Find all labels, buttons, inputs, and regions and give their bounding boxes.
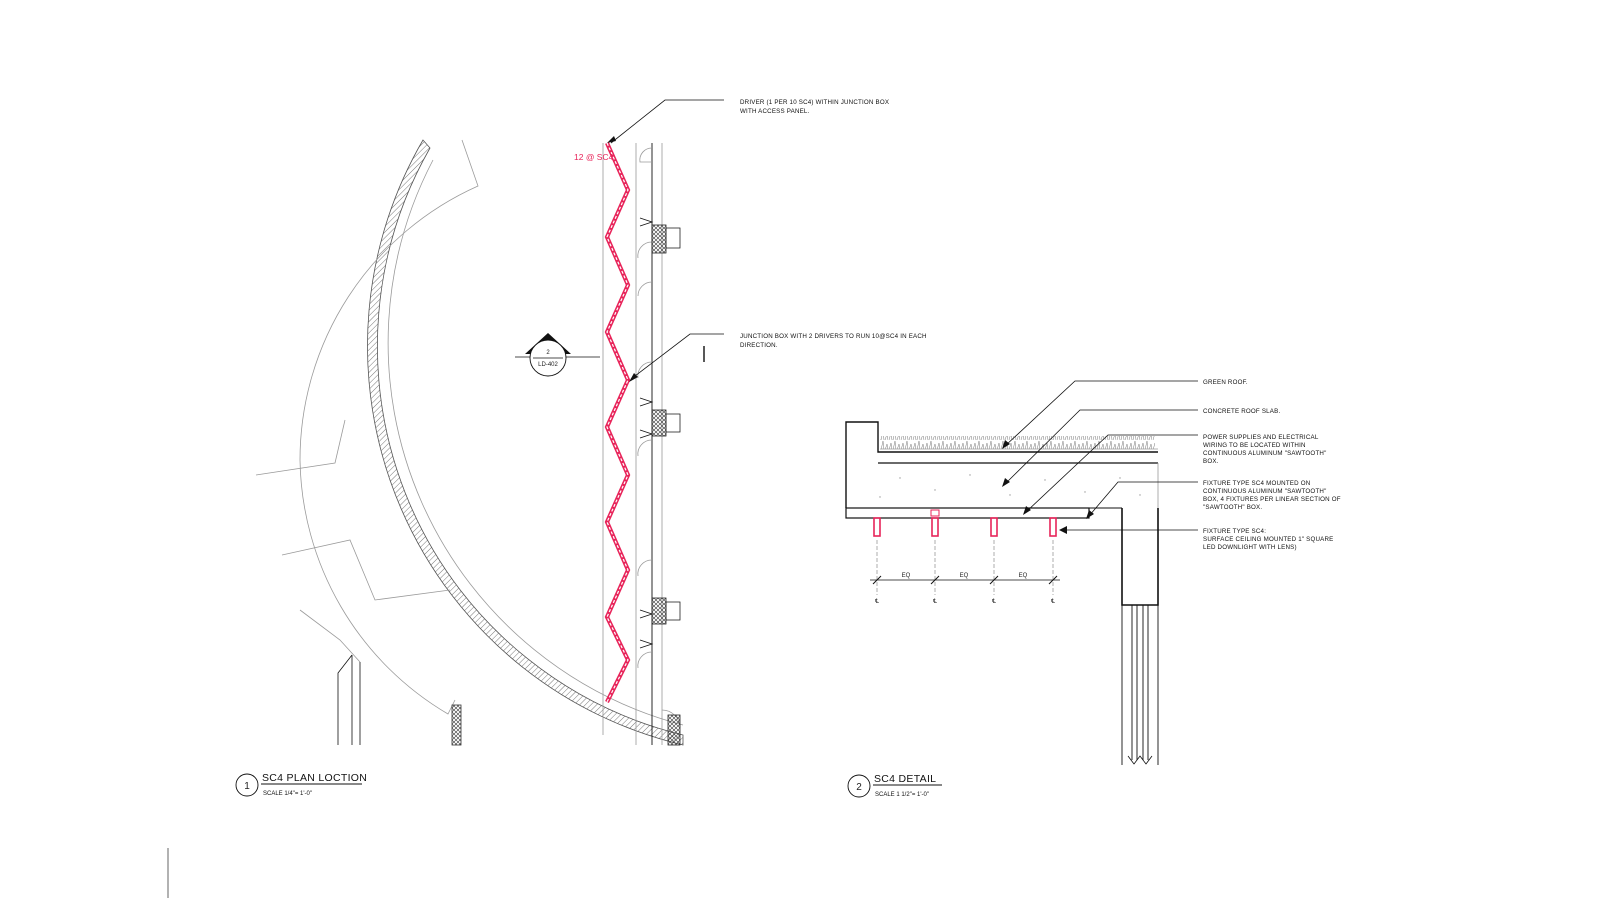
- sc4-downlight-2: [931, 517, 939, 537]
- detail-title: SC4 DETAIL: [874, 773, 936, 785]
- centerline-mark-4: ℄: [1050, 599, 1055, 605]
- note-junction-line2: DIRECTION.: [740, 342, 778, 349]
- note-mount-line1: FIXTURE TYPE SC4 MOUNTED ON: [1203, 480, 1310, 487]
- section-marker-number: 2: [546, 350, 550, 356]
- curved-wall-hatched: [367, 139, 684, 746]
- detail-column: [1121, 508, 1159, 606]
- note-driver-line1: DRIVER (1 PER 10 SC4) WITHIN JUNCTION BO…: [740, 99, 889, 106]
- dim-eq-2: EQ: [960, 573, 969, 579]
- centerline-mark-2: ℄: [932, 599, 937, 605]
- note-green-roof: GREEN ROOF.: [1203, 379, 1248, 386]
- sc4-downlight-4: [1049, 517, 1057, 537]
- detail-title-number: 2: [856, 782, 862, 793]
- pier-3-cap: [665, 601, 681, 621]
- plan-title: SC4 PLAN LOCTION: [262, 772, 367, 784]
- plan-column-right: [451, 704, 462, 746]
- pier-2-cap: [665, 413, 681, 433]
- door-swing-1: [639, 147, 653, 163]
- door-swing-3: [637, 281, 653, 297]
- plan-scale: SCALE 1/4"= 1'-0": [263, 791, 312, 797]
- section-marker-sheet: LD-402: [538, 362, 558, 368]
- pier-1: [651, 224, 667, 254]
- note-power-line3: CONTINUOUS ALUMINUM "SAWTOOTH": [1203, 450, 1327, 457]
- green-roof-grass: [880, 436, 1155, 449]
- detail-column-lower: [1121, 605, 1159, 765]
- door-swing-2: [637, 241, 653, 259]
- leader-driver: [610, 99, 724, 144]
- plan-column-left: [337, 654, 361, 745]
- detail-leaders: [1002, 380, 1198, 534]
- dimension-lines: [870, 540, 1060, 595]
- bench-segment-2: [281, 539, 451, 601]
- sc4-downlights: [873, 509, 1057, 537]
- plan-drawing: 12 @ SC4 2 LD-402 DRIVER (1 PER 10 SC4) …: [235, 99, 927, 797]
- note-driver-line2: WITH ACCESS PANEL.: [740, 108, 810, 115]
- detail-title-circle: [847, 774, 871, 798]
- sawtooth-box: [845, 507, 1090, 519]
- leader-junction: [630, 333, 724, 380]
- door-swing-5: [637, 439, 653, 457]
- pier-2: [651, 409, 667, 437]
- centerline-mark-3: ℄: [991, 599, 996, 605]
- pier-4: [667, 714, 681, 746]
- sc4-downlight-3: [990, 517, 998, 537]
- column-break: [1127, 755, 1153, 765]
- note-mount-line3: BOX, 4 FIXTURES PER LINEAR SECTION OF: [1203, 496, 1341, 503]
- plan-title-circle: [235, 773, 259, 797]
- note-type-line1: FIXTURE TYPE SC4:: [1203, 528, 1266, 535]
- dim-eq-1: EQ: [902, 573, 911, 579]
- detail-scale: SCALE 1 1/2"= 1'-0": [875, 792, 929, 798]
- section-marker: 2 LD-402: [515, 333, 600, 377]
- note-mount-line2: CONTINUOUS ALUMINUM "SAWTOOTH": [1203, 488, 1327, 495]
- door-swing-6: [637, 559, 653, 577]
- sc4-driver-box: [930, 509, 940, 517]
- detail-drawing: EQ EQ EQ ℄ ℄ ℄ ℄ GREEN ROOF. CONCRETE RO…: [845, 379, 1341, 798]
- pier-3: [651, 597, 667, 625]
- pier-1-cap: [665, 227, 681, 249]
- bench-segment-3: [299, 609, 361, 663]
- leader-junction-arrow: [629, 373, 638, 382]
- note-type-line2: SURFACE CEILING MOUNTED 1" SQUARE: [1203, 536, 1334, 543]
- note-slab: CONCRETE ROOF SLAB.: [1203, 408, 1280, 415]
- sc4-downlight-1: [873, 517, 881, 537]
- note-junction-line1: JUNCTION BOX WITH 2 DRIVERS TO RUN 10@SC…: [740, 333, 927, 340]
- slab-aggregate: [879, 474, 1141, 498]
- door-swing-4: [637, 361, 653, 379]
- bench-segment-1: [255, 419, 346, 476]
- inner-bench-outline: [299, 139, 479, 715]
- parapet: [845, 421, 1158, 508]
- centerline-mark-1: ℄: [874, 599, 879, 605]
- curved-wall-outline: [387, 159, 684, 726]
- note-power-line1: POWER SUPPLIES AND ELECTRICAL: [1203, 434, 1319, 441]
- plan-title-number: 1: [244, 781, 250, 792]
- leader-driver-arrow: [607, 136, 616, 143]
- note-power-line4: BOX.: [1203, 458, 1219, 465]
- note-mount-line4: "SAWTOOTH" BOX.: [1203, 504, 1262, 511]
- sc4-sawtooth-fixture-inner: [606, 142, 629, 703]
- note-type-line3: LED DOWNLIGHT WITH LENS): [1203, 544, 1297, 551]
- dim-eq-3: EQ: [1019, 573, 1028, 579]
- note-power-line2: WIRING TO BE LOCATED WITHIN: [1203, 442, 1306, 449]
- door-swing-7: [637, 651, 653, 669]
- fixture-tag: 12 @ SC4: [574, 152, 614, 162]
- sc4-sawtooth-fixture-run: [604, 142, 631, 703]
